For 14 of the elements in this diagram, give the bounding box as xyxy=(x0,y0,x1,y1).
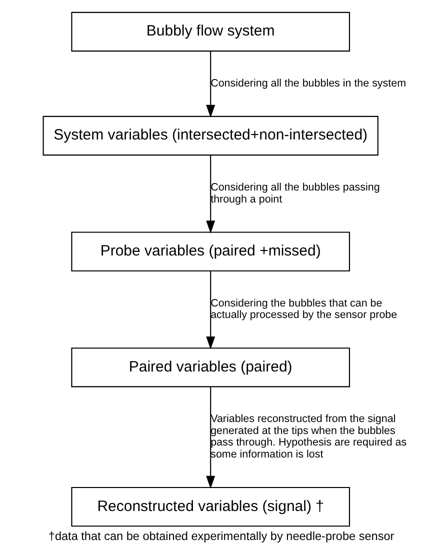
node-box: Paired variables (paired) xyxy=(71,348,350,388)
node-box: System variables (intersected+non-intersected) xyxy=(42,116,378,156)
edge-label: Considering all the bubbles in the system xyxy=(210,77,406,90)
node-box: Probe variables (paired +missed) xyxy=(71,232,350,272)
edge-label: Variables reconstructed from the signal generated at the tips when the bubbles pass through. Hypothesis are required as some information is lost xyxy=(210,413,407,460)
node-box: Reconstructed variables (signal) † xyxy=(71,486,350,527)
arrow xyxy=(206,387,216,489)
arrow xyxy=(206,51,216,118)
arrow xyxy=(206,270,216,350)
edge-label: Considering all the bubbles passing through a point xyxy=(210,181,380,206)
edge-label: Considering the bubbles that can be actually processed by the sensor probe xyxy=(210,297,398,322)
caption: †data that can be obtained experimentally by needle-probe sensor xyxy=(48,530,394,543)
arrow xyxy=(206,155,216,234)
node-box: Bubbly flow system xyxy=(71,12,350,52)
